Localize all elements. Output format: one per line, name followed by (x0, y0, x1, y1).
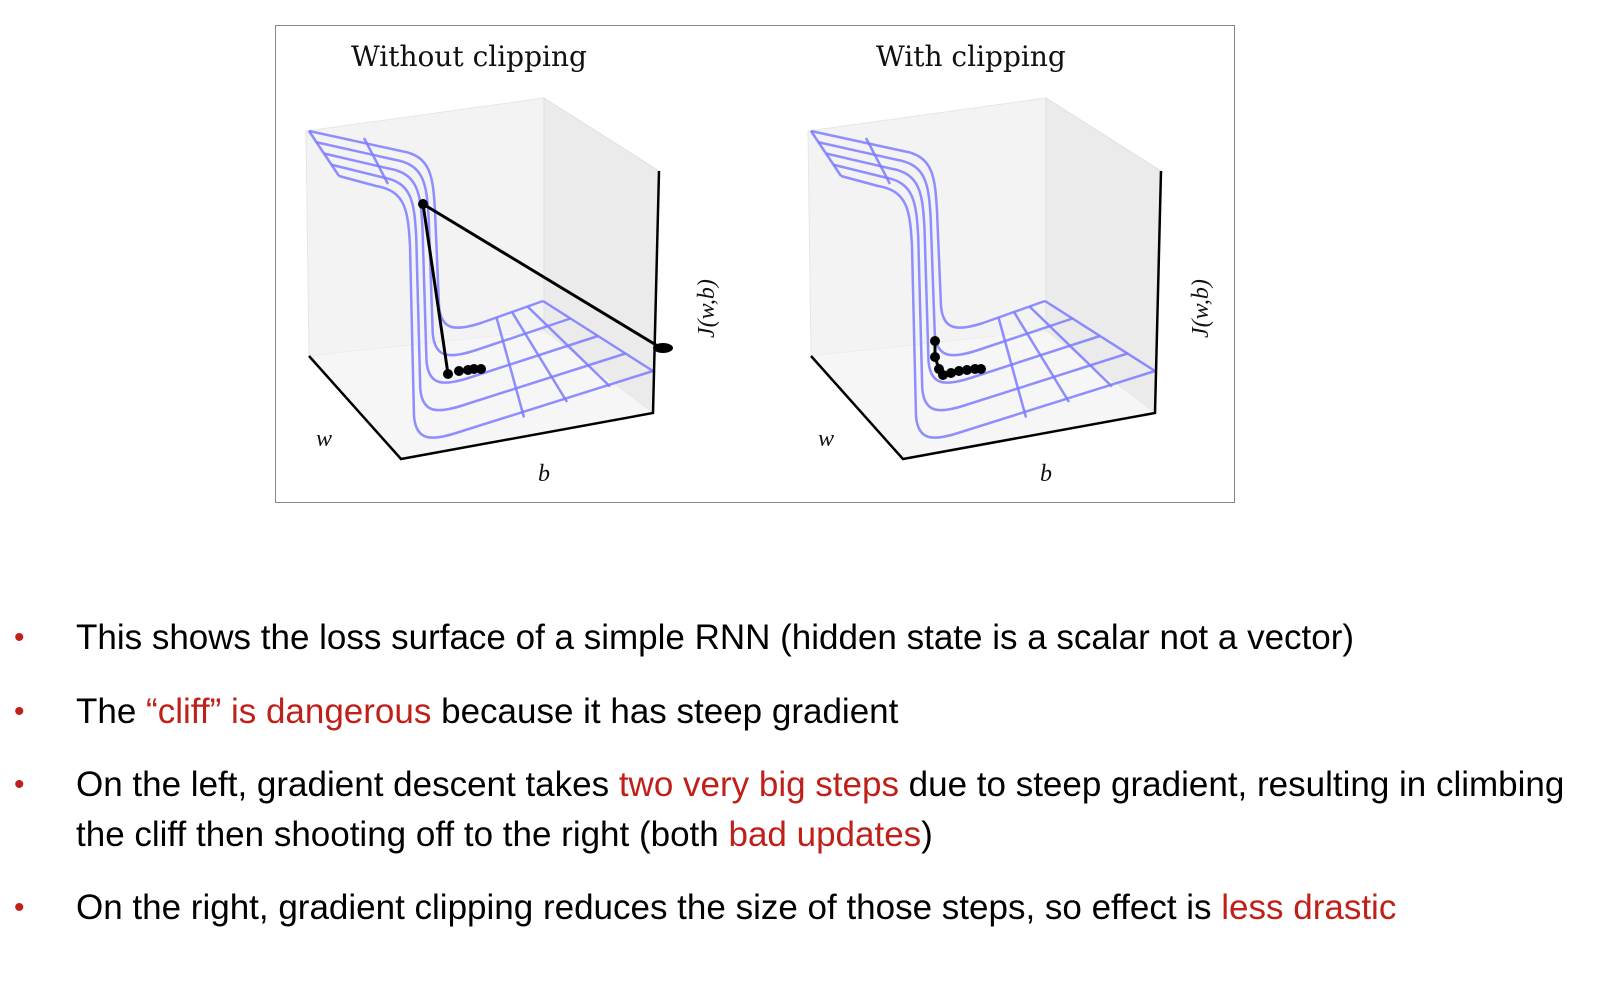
surface-curve (840, 174, 1156, 439)
surface-curve (818, 141, 1073, 357)
axes (308, 170, 661, 461)
trajectory-point (930, 336, 940, 346)
surface-curve (810, 129, 1046, 329)
surface-curve (825, 152, 1101, 384)
j-axis-label-right: J(w,b) (1188, 279, 1214, 338)
surface-curve (316, 141, 571, 357)
trajectory-point (930, 352, 940, 362)
panel-title-left: Without clipping (351, 40, 587, 73)
bullet-2: •The “cliff” is dangerous because it has… (14, 692, 899, 731)
bullet-3: •On the left, gradient descent takes two… (14, 765, 1565, 854)
surface-curve (323, 152, 599, 384)
surface-grid-line (362, 137, 390, 185)
surface-grid-line (997, 317, 1028, 418)
loss-surface-plots (305, 97, 1163, 461)
surface-curve (833, 163, 1128, 412)
b-axis-label-left: b (538, 461, 550, 487)
floor-pane (811, 331, 1155, 459)
surface-grid-line (864, 137, 892, 185)
axes (810, 170, 1163, 461)
surface-curve (338, 174, 654, 439)
trajectory-point (454, 366, 464, 376)
surface-grid-line (1012, 311, 1071, 403)
trajectory-point (476, 364, 486, 374)
trajectory-point (653, 343, 673, 353)
surface-grid-line (1028, 305, 1113, 388)
trajectory-point (946, 368, 956, 378)
surface-grid-line (510, 311, 569, 403)
surface-curve (331, 163, 626, 412)
trajectory-point (418, 199, 428, 209)
bullet-1: •This shows the loss surface of a simple… (14, 618, 1355, 657)
surface-grid-line (526, 305, 611, 388)
j-axis-label-left: J(w,b) (694, 279, 720, 338)
floor-pane (309, 331, 653, 459)
surface-grid-line (495, 317, 526, 418)
bullet-4: •On the right, gradient clipping reduces… (14, 888, 1397, 927)
w-axis-label-right: w (818, 426, 835, 452)
surface-grid-line (307, 130, 341, 177)
trajectory-point (469, 364, 479, 374)
trajectory-point (976, 364, 986, 374)
trajectory-point (962, 365, 972, 375)
b-axis-label-right: b (1040, 461, 1052, 487)
surface-grid-line (542, 299, 654, 373)
loss-surface-figure: Without clipping With clipping w b J(w,b… (275, 25, 1235, 503)
trajectory-point (443, 369, 453, 379)
surface-grid-line (1044, 299, 1156, 373)
panel-title-right: With clipping (876, 40, 1066, 73)
surface-grid-line (809, 130, 843, 177)
w-axis-label-left: w (316, 426, 333, 452)
trajectory-point (954, 366, 964, 376)
trajectory-point (938, 370, 948, 380)
